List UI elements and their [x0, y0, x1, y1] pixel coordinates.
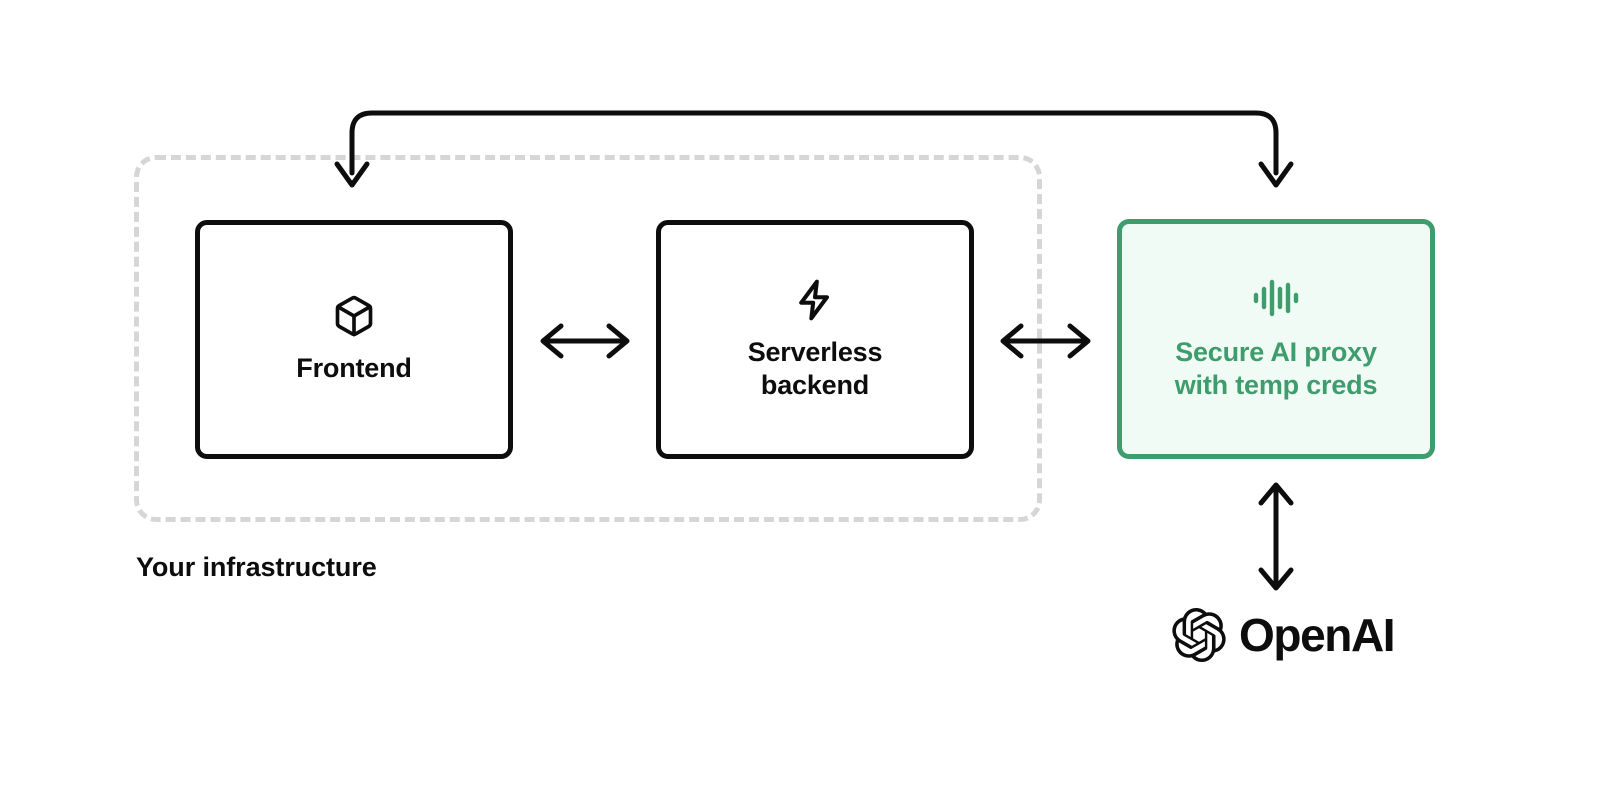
node-frontend[interactable]: Frontend [195, 220, 513, 459]
openai-lockup: OpenAI [1172, 608, 1396, 663]
connector-proxy-openai [1258, 482, 1294, 591]
node-proxy-label-line2: with temp creds [1174, 370, 1378, 400]
infrastructure-label: Your infrastructure [136, 552, 377, 582]
node-secure-ai-proxy-label: Secure AI proxy with temp creds [1175, 336, 1378, 402]
cube-icon [332, 294, 376, 338]
node-backend-label-line2: backend [760, 369, 870, 400]
audio-waveform-icon [1252, 276, 1300, 320]
node-frontend-label: Frontend [296, 353, 412, 384]
openai-blossom-logo [1172, 608, 1226, 663]
node-proxy-label-line1: Secure AI proxy [1175, 337, 1377, 368]
node-serverless-backend[interactable]: Serverless backend [656, 220, 974, 459]
node-backend-label-line1: Serverless [747, 336, 883, 367]
lightning-bolt-icon [793, 278, 837, 322]
node-serverless-backend-label: Serverless backend [748, 336, 883, 402]
openai-wordmark: OpenAI [1239, 609, 1396, 661]
node-secure-ai-proxy[interactable]: Secure AI proxy with temp creds [1117, 219, 1435, 459]
